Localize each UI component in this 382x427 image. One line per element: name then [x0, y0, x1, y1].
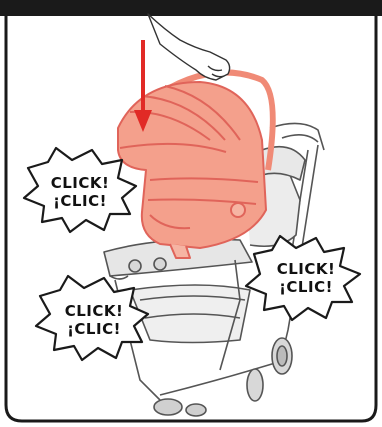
- click-callout-bottom-left: CLICK! ¡CLIC!: [54, 302, 134, 338]
- click-text: CLICK!: [54, 302, 134, 320]
- click-text: CLICK!: [266, 260, 346, 278]
- click-callout-left: CLICK! ¡CLIC!: [42, 174, 118, 210]
- clic-text: ¡CLIC!: [266, 278, 346, 296]
- top-header-bar: [0, 0, 382, 16]
- clic-text: ¡CLIC!: [54, 320, 134, 338]
- click-text: CLICK!: [42, 174, 118, 192]
- hand-icon: [148, 14, 230, 80]
- click-callout-right: CLICK! ¡CLIC!: [266, 260, 346, 296]
- clic-text: ¡CLIC!: [42, 192, 118, 210]
